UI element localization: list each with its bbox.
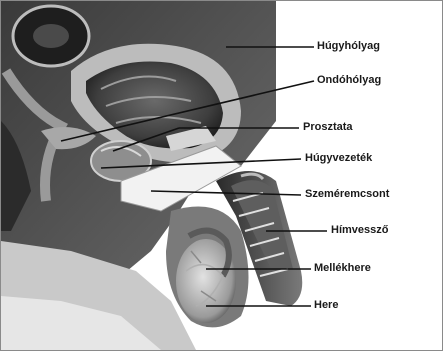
label-hugyvezetek: Húgyvezeték (305, 152, 372, 165)
label-mellekhere: Mellékhere (314, 262, 371, 275)
label-prosztata: Prosztata (303, 121, 353, 134)
label-ondoholyag: Ondóhólyag (317, 74, 381, 87)
label-himvesszo: Hímvessző (331, 224, 388, 237)
label-hugyholyag: Húgyhólyag (317, 40, 380, 53)
label-szemeremcsont: Szeméremcsont (305, 188, 389, 201)
label-here: Here (314, 299, 338, 312)
